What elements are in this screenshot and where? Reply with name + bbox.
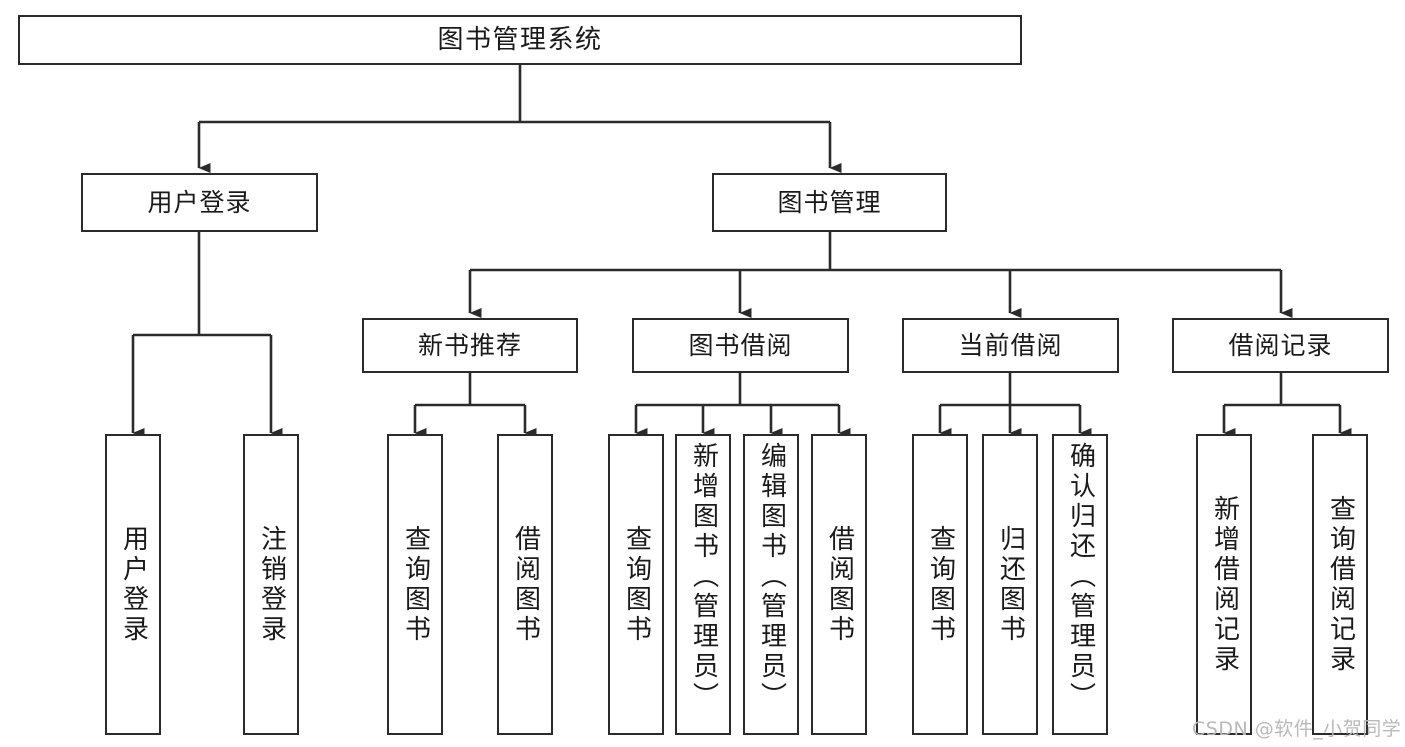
node-new-book-recommend[interactable]: 新书推荐 [362,318,578,373]
leaf-borrow-record-add[interactable]: 新增借阅记录 [1196,434,1252,735]
leaf-current-borrow-confirm-label: 确认归还（管理员） [1065,442,1096,712]
node-root-system[interactable]: 图书管理系统 [18,15,1022,65]
leaf-current-borrow-return-label: 归还图书 [995,524,1026,645]
node-borrow-record-label: 借阅记录 [1228,331,1333,360]
leaf-user-login-logout-label: 注销登录 [256,524,287,645]
leaf-new-book-borrow-label: 借阅图书 [510,524,541,645]
leaf-book-borrow-borrow-label: 借阅图书 [824,524,855,645]
leaf-current-borrow-query-label: 查询图书 [925,524,956,645]
leaf-borrow-record-query-label: 查询借阅记录 [1325,494,1356,675]
node-book-management-label: 图书管理 [777,188,882,217]
leaf-book-borrow-add-label: 新增图书（管理员） [688,442,719,712]
node-book-borrow[interactable]: 图书借阅 [632,318,849,373]
node-borrow-record[interactable]: 借阅记录 [1172,318,1389,373]
node-user-login[interactable]: 用户登录 [81,173,318,232]
leaf-user-login-logout[interactable]: 注销登录 [243,434,299,735]
leaf-book-borrow-edit[interactable]: 编辑图书（管理员） [743,434,799,735]
leaf-new-book-borrow[interactable]: 借阅图书 [497,434,553,735]
leaf-book-borrow-query[interactable]: 查询图书 [608,434,664,735]
leaf-new-book-query[interactable]: 查询图书 [387,434,443,735]
node-current-borrow[interactable]: 当前借阅 [902,318,1119,373]
leaf-user-login-login[interactable]: 用户登录 [105,434,161,735]
leaf-borrow-record-query[interactable]: 查询借阅记录 [1312,434,1368,735]
leaf-book-borrow-add[interactable]: 新增图书（管理员） [675,434,731,735]
leaf-user-login-login-label: 用户登录 [118,524,149,645]
node-book-management[interactable]: 图书管理 [712,173,947,232]
leaf-book-borrow-borrow[interactable]: 借阅图书 [811,434,867,735]
node-root-system-label: 图书管理系统 [437,25,603,55]
csdn-watermark: CSDN @软件_小贺同学 [1192,718,1402,740]
node-user-login-label: 用户登录 [147,188,252,217]
leaf-current-borrow-return[interactable]: 归还图书 [982,434,1038,735]
leaf-borrow-record-add-label: 新增借阅记录 [1209,494,1240,675]
leaf-book-borrow-query-label: 查询图书 [621,524,652,645]
leaf-current-borrow-confirm[interactable]: 确认归还（管理员） [1052,434,1108,735]
leaf-new-book-query-label: 查询图书 [400,524,431,645]
leaf-book-borrow-edit-label: 编辑图书（管理员） [756,442,787,712]
leaf-current-borrow-query[interactable]: 查询图书 [912,434,968,735]
node-new-book-recommend-label: 新书推荐 [417,331,522,360]
node-current-borrow-label: 当前借阅 [958,331,1063,360]
node-book-borrow-label: 图书借阅 [688,331,793,360]
